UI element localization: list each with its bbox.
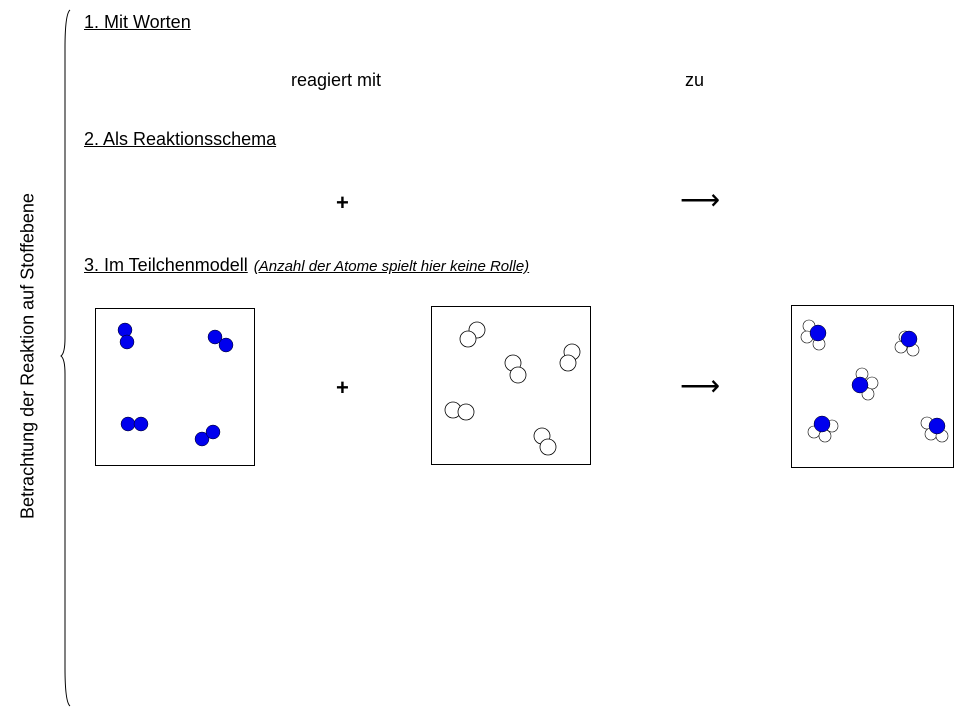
- blue-atom: [813, 415, 831, 433]
- blue-atom: [900, 330, 918, 348]
- section-2-heading: 2. Als Reaktionsschema: [84, 129, 277, 149]
- blue-atom: [851, 376, 869, 394]
- scheme-plus: +: [336, 190, 349, 215]
- product-molecules-drawing: [800, 319, 949, 443]
- side-label: Betrachtung der Reaktion auf Stoffebene: [17, 193, 38, 519]
- model-arrow: ⟶: [680, 370, 721, 401]
- white-atom: [509, 366, 527, 384]
- particle-box-product-molecules: [791, 305, 954, 468]
- model-plus: +: [336, 375, 349, 400]
- white-molecules-drawing: [444, 321, 581, 456]
- phrase-zu: zu: [685, 70, 705, 90]
- particle-box-white-molecules: [431, 306, 591, 465]
- blue-atom: [928, 417, 946, 435]
- white-atom: [539, 438, 557, 456]
- section-3-note: (Anzahl der Atome spielt hier keine Roll…: [253, 258, 530, 275]
- white-atom: [559, 354, 577, 372]
- blue-atom: [194, 431, 210, 447]
- blue-atom: [119, 334, 135, 350]
- white-atom: [459, 330, 477, 348]
- blue-atom: [117, 322, 133, 338]
- section-3-heading: 3. Im Teilchenmodell (Anzahl der Atome sp…: [84, 255, 529, 276]
- particle-box-blue-molecules: [95, 308, 255, 466]
- white-atom: [457, 403, 475, 421]
- phrase-reagiert-mit: reagiert mit: [291, 70, 382, 90]
- blue-atom: [207, 329, 223, 345]
- blue-atom: [809, 324, 827, 342]
- scheme-arrow: ⟶: [680, 184, 721, 215]
- section-1-heading: 1. Mit Worten: [84, 12, 191, 32]
- section-3-title: 3. Im Teilchenmodell: [84, 255, 248, 275]
- blue-atom: [133, 416, 149, 432]
- blue-atom: [218, 337, 234, 353]
- blue-atom: [205, 424, 221, 440]
- blue-molecules-drawing: [117, 322, 234, 447]
- brace-divider: [60, 9, 71, 707]
- blue-atom: [120, 416, 136, 432]
